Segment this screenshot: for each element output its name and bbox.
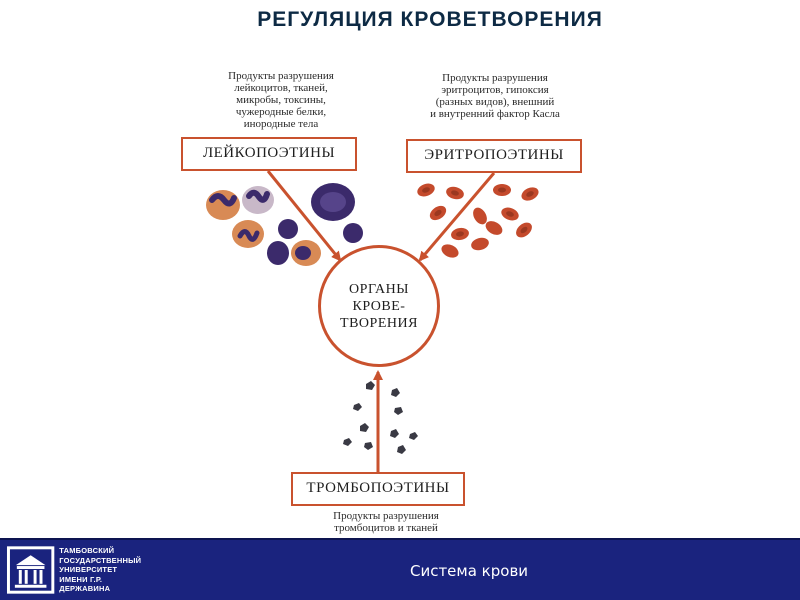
leukocyte-cell <box>278 219 298 239</box>
platelet-cell <box>360 423 369 432</box>
erythrocyte-cell <box>485 221 503 235</box>
platelet-cell <box>394 407 403 415</box>
thrombopoietins-label: ТРОМБОПОЭТИНЫ <box>291 472 465 506</box>
leukocyte-cell <box>311 183 355 221</box>
platelet-cell <box>353 403 362 411</box>
erythrocyte-cell <box>471 237 489 251</box>
organ-label-line: ОРГАНЫ <box>349 281 409 297</box>
slide-title: РЕГУЛЯЦИЯ КРОВЕТВОРЕНИЯ <box>257 8 603 31</box>
erythrocyte-cells-illustration <box>417 183 539 258</box>
platelet-cells-illustration <box>343 381 418 454</box>
erythrocyte-cell <box>441 244 459 258</box>
leukocyte-cell <box>267 241 289 265</box>
thrombopoietin-source-note: Продукты разрушения тромбоцитов и тканей <box>333 510 439 534</box>
leukopoietin-source-note: Продукты разрушения лейкоцитов, тканей, … <box>228 70 334 130</box>
leukocyte-cell <box>242 186 274 214</box>
leukocyte-cell <box>232 220 264 248</box>
platelet-cell <box>366 381 375 390</box>
hematopoiesis-diagram <box>206 170 539 472</box>
footer-bar: ТАМБОВСКИЙ ГОСУДАРСТВЕННЫЙ УНИВЕРСИТЕТ И… <box>0 538 800 600</box>
university-building-icon <box>6 546 55 594</box>
platelet-cell <box>364 442 373 450</box>
platelet-cell <box>343 438 352 446</box>
leukopoietins-label: ЛЕЙКОПОЭТИНЫ <box>181 137 357 171</box>
university-logo: ТАМБОВСКИЙ ГОСУДАРСТВЕННЫЙ УНИВЕРСИТЕТ И… <box>6 544 154 596</box>
organ-label-line: КРОВЕ- <box>352 298 406 314</box>
platelet-cell <box>409 432 418 440</box>
footer-section-label: Система крови <box>409 562 529 580</box>
platelet-cell <box>391 388 400 397</box>
arrow-leuko-to-organ <box>266 170 342 262</box>
erythropoietins-label: ЭРИТРОПОЭТИНЫ <box>406 139 582 173</box>
erythropoietin-source-note: Продукты разрушения эритроцитов, гипокси… <box>430 72 560 120</box>
platelet-cell <box>390 429 399 438</box>
erythrocyte-cell <box>473 207 487 225</box>
leukocyte-cells-illustration <box>206 183 363 266</box>
platelet-cell <box>397 445 406 454</box>
university-name: ТАМБОВСКИЙ ГОСУДАРСТВЕННЫЙ УНИВЕРСИТЕТ И… <box>59 546 142 594</box>
hematopoietic-organs-circle: ОРГАНЫ КРОВЕ- ТВОРЕНИЯ <box>318 245 440 367</box>
leukocyte-cell <box>343 223 363 243</box>
arrow-eryth-to-organ <box>418 172 496 262</box>
leukocyte-cell <box>206 190 240 220</box>
organ-label-line: ТВОРЕНИЯ <box>340 315 418 331</box>
leukocyte-cell <box>291 240 321 266</box>
